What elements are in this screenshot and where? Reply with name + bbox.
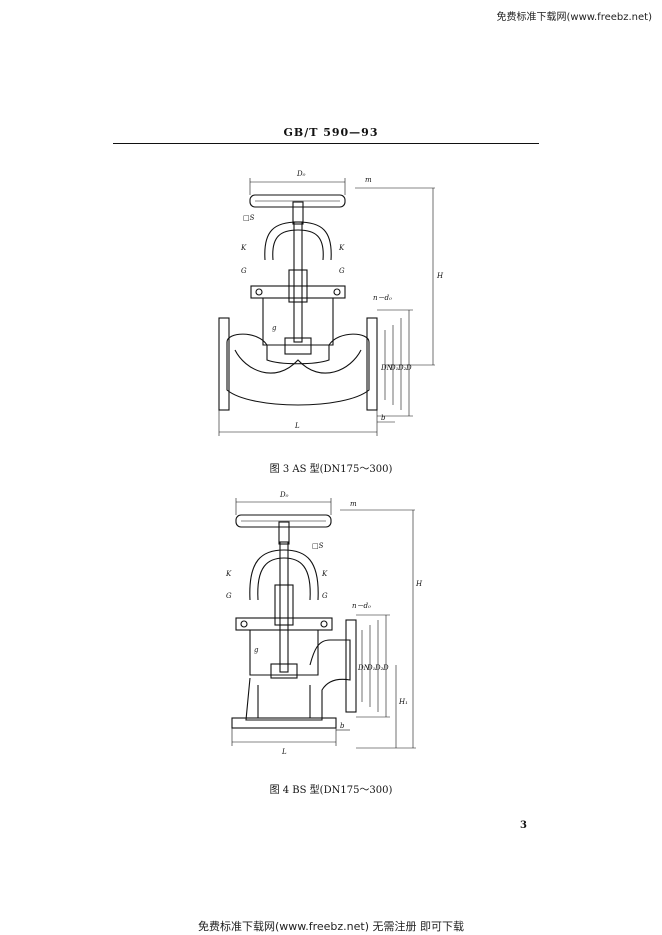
- bonnet-flange: [250, 285, 346, 299]
- fig4-label-H: H: [415, 580, 423, 588]
- fig4-label-L: L: [281, 748, 287, 756]
- page-number: 3: [520, 820, 527, 831]
- fig3-label-DN: DN: [380, 364, 394, 372]
- bottom-flange: [231, 717, 337, 729]
- fig4-label-K-left: K: [225, 570, 232, 578]
- fig4-label-m: m: [350, 500, 357, 508]
- fig3-label-b: b: [381, 414, 386, 422]
- figure-4-caption: 图 4 BS 型(DN175～300): [269, 785, 393, 796]
- fig3-label-G-left: G: [241, 267, 247, 275]
- stem-nut: [278, 521, 290, 545]
- header-rule: [113, 143, 539, 144]
- fig4-label-b: b: [340, 722, 345, 730]
- figure-4-drawing: D₀ m □S K K G G g H H₁ n－d₀ DN D₁ D₂ D b…: [225, 491, 423, 756]
- watermark-top: 免费标准下载网(www.freebz.net): [496, 12, 652, 23]
- fig3-label-nd: n－d₀: [373, 294, 392, 302]
- fig4-label-DN: DN: [357, 664, 371, 672]
- fig3-label-H: H: [436, 272, 444, 280]
- left-flange: [218, 317, 230, 411]
- figure-3-caption: 图 3 AS 型(DN175～300): [269, 464, 393, 475]
- fig3-label-D2: D₂: [397, 364, 407, 372]
- page-header-standard: GB/T 590—93: [283, 126, 379, 139]
- fig4-label-Do: D₀: [279, 491, 289, 499]
- right-flange: [366, 317, 378, 411]
- fig3-label-m: m: [365, 176, 372, 184]
- fig4-label-G-left: G: [226, 592, 232, 600]
- fig3-label-K-right: K: [338, 244, 345, 252]
- fig4-label-D1: D₁: [366, 664, 376, 672]
- side-flange: [345, 619, 357, 713]
- fig3-label-L: L: [294, 422, 300, 430]
- yoke: [249, 549, 319, 601]
- fig4-label-K-right: K: [321, 570, 328, 578]
- stem: [293, 221, 303, 343]
- valve-body: [226, 333, 370, 406]
- valve-body: [245, 639, 351, 721]
- fig3-label-D1: D₁: [389, 364, 399, 372]
- stem-nut: [292, 201, 304, 225]
- fig4-label-nd: n－d₀: [352, 602, 371, 610]
- fig4-label-G-right: G: [322, 592, 328, 600]
- fig3-label-Do: D₀: [296, 170, 306, 178]
- fig4-label-S: □S: [312, 542, 324, 550]
- fig3-label-D: D: [405, 364, 412, 372]
- fig4-label-D2: D₂: [374, 664, 384, 672]
- fig3-label-K-left: K: [240, 244, 247, 252]
- handwheel: [249, 194, 346, 208]
- disc: [284, 337, 312, 355]
- fig3-label-S: □S: [243, 214, 255, 222]
- figure-3-drawing: D₀ m □S K K G G g H n－d₀ DN D₁ D₂ D b L: [218, 170, 444, 436]
- stem: [279, 541, 289, 673]
- fig4-label-g: g: [254, 646, 259, 654]
- fig3-label-g: g: [272, 324, 277, 332]
- fig3-label-G-right: G: [339, 267, 345, 275]
- fig4-label-H1: H₁: [398, 698, 408, 706]
- fig4-label-D: D: [382, 664, 389, 672]
- watermark-bottom: 免费标准下载网(www.freebz.net) 无需注册 即可下载: [197, 920, 465, 933]
- disc: [270, 663, 298, 679]
- bonnet-flange: [235, 617, 333, 631]
- handwheel: [235, 514, 332, 528]
